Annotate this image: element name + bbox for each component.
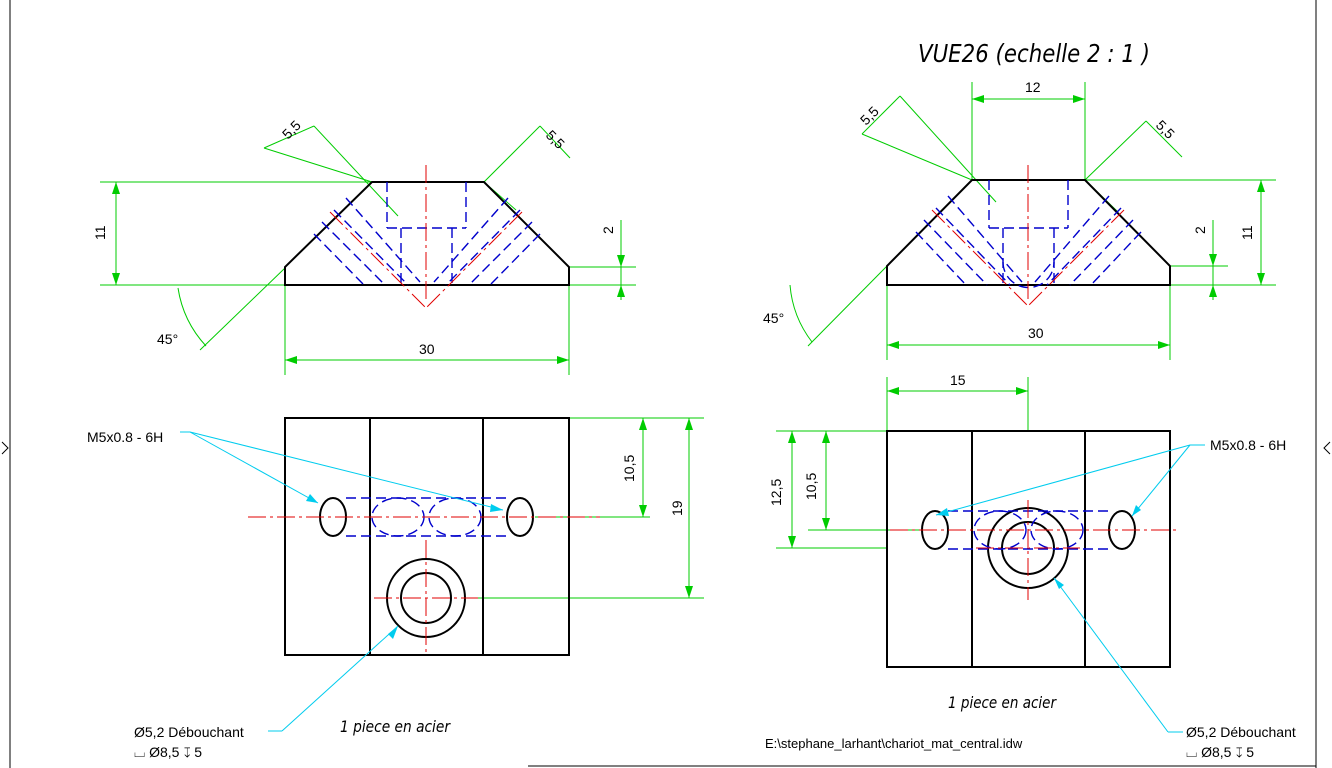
hole-note-line2: ⌴ Ø8,5 ↧ 5 bbox=[1186, 744, 1254, 760]
left-front-view: 5,5 5,5 11 2 45° 30 bbox=[92, 117, 636, 375]
left-front-arrowheads bbox=[112, 182, 625, 364]
left-top-leaders bbox=[180, 431, 504, 732]
dim-center-x: 15 bbox=[950, 372, 966, 388]
right-front-view: VUE26 (echelle 2 : 1 ) bbox=[763, 39, 1276, 360]
dim-chamfer-right: 5,5 bbox=[1153, 117, 1178, 142]
right-top-dimensions bbox=[776, 377, 1029, 549]
hole-note-line2: ⌴ Ø8,5 ↧ 5 bbox=[134, 744, 202, 760]
right-front-arrowheads bbox=[887, 95, 1265, 349]
left-top-centerlines bbox=[248, 516, 600, 652]
dim-total-y: 12,5 bbox=[768, 479, 784, 506]
dim-angle: 45° bbox=[157, 331, 178, 347]
left-front-dimensions bbox=[100, 125, 636, 375]
dim-height: 11 bbox=[92, 225, 108, 240]
right-top-centerlines bbox=[890, 500, 1178, 600]
hole-note-line1: Ø5,2 Débouchant bbox=[134, 724, 244, 740]
left-top-arrowheads bbox=[639, 418, 693, 598]
file-path: E:\stephane_larhant\chariot_mat_central.… bbox=[765, 736, 1023, 751]
dim-total-y: 19 bbox=[669, 500, 685, 516]
right-front-centerlines bbox=[931, 165, 1125, 307]
left-top-view: 10,5 19 M5x0.8 - 6H Ø5,2 Débouchant ⌴ Ø8… bbox=[87, 417, 704, 760]
dim-chamfer-left: 5,5 bbox=[857, 103, 882, 128]
caption: 1 piece en acier bbox=[948, 693, 1057, 712]
right-front-dimensions bbox=[789, 82, 1276, 360]
dim-width: 30 bbox=[419, 341, 435, 357]
dim-height: 11 bbox=[1239, 225, 1255, 240]
thread-note: M5x0.8 - 6H bbox=[1210, 437, 1286, 453]
dim-angle: 45° bbox=[763, 310, 784, 326]
dim-step: 2 bbox=[1192, 226, 1208, 234]
right-top-leaders bbox=[935, 444, 1205, 733]
dim-chamfer-left: 5,5 bbox=[279, 117, 304, 142]
right-top-arrowheads bbox=[788, 387, 1028, 548]
hole-note-line1: Ø5,2 Débouchant bbox=[1186, 724, 1296, 740]
right-front-outline bbox=[886, 179, 1171, 286]
dim-chamfer-right: 5,5 bbox=[543, 127, 568, 152]
right-top-leader-arrows bbox=[936, 505, 1141, 589]
view-title: VUE26 (echelle 2 : 1 ) bbox=[918, 39, 1150, 68]
dim-top: 12 bbox=[1025, 79, 1041, 95]
dim-width: 30 bbox=[1028, 325, 1044, 341]
left-front-outline bbox=[284, 181, 570, 286]
right-top-view: 15 12,5 10,5 M5x0.8 - 6H Ø5,2 Débouchant… bbox=[768, 372, 1296, 760]
left-front-hidden-lines bbox=[313, 182, 541, 286]
dim-hole-y: 10,5 bbox=[621, 455, 637, 482]
caption: 1 piece en acier bbox=[340, 717, 451, 736]
left-front-centerlines bbox=[329, 165, 523, 309]
left-top-leader-arrows bbox=[306, 494, 503, 639]
thread-note: M5x0.8 - 6H bbox=[87, 429, 163, 445]
dim-step: 2 bbox=[600, 226, 616, 234]
dim-hole-y: 10,5 bbox=[803, 473, 819, 500]
